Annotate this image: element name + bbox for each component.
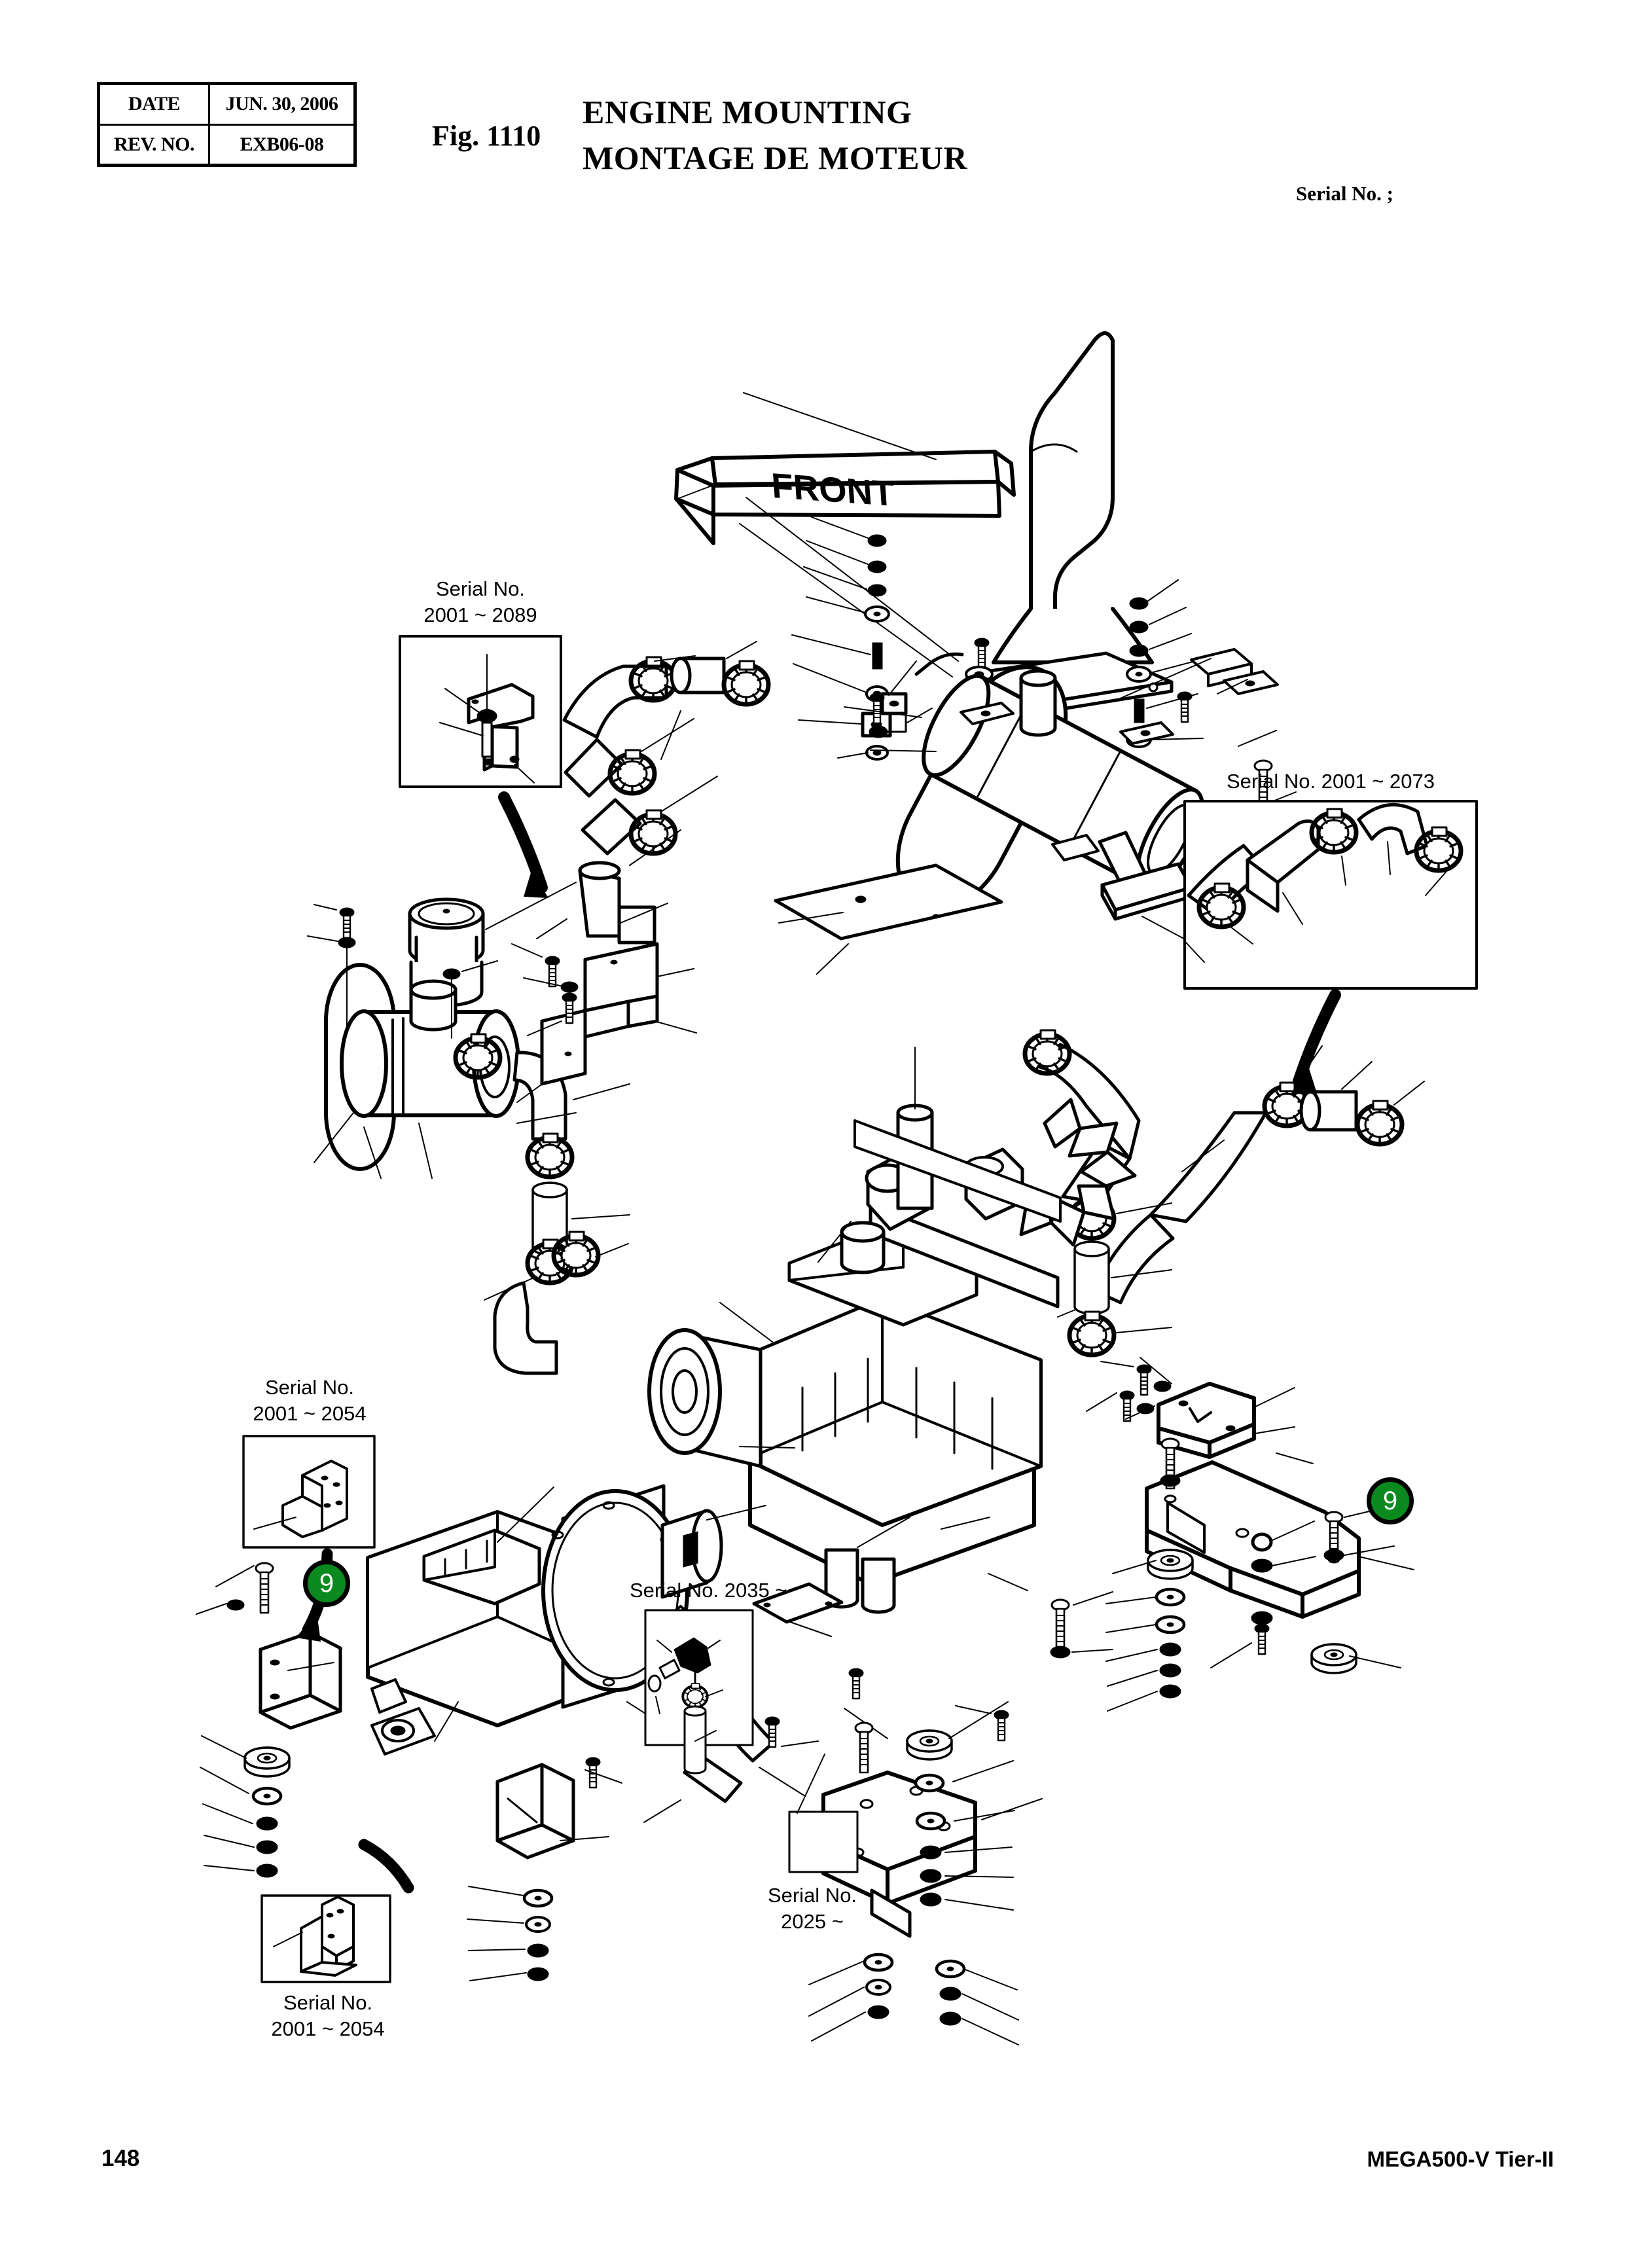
muffler-assembly (774, 648, 1297, 975)
air-intake-tubes (536, 641, 768, 945)
rev-no-value: EXB06-08 (240, 133, 324, 155)
callout-label-2035: Serial No. 2035 ~ (630, 1579, 787, 1602)
callout-label-2001-2089: Serial No. 2001 ~ 2089 (423, 577, 537, 626)
callout-box-2001-2089 (399, 635, 562, 788)
page-number: 148 (101, 2146, 140, 2171)
item-marker-9-left[interactable]: 9 (303, 1560, 350, 1607)
hardware-stack-left (791, 516, 933, 761)
front-arrow-label: FRONT (770, 466, 895, 514)
revision-table: DATE JUN. 30, 2006 REV. NO. EXB06-08 (97, 82, 357, 167)
table-row: DATE JUN. 30, 2006 (100, 85, 353, 124)
table-row: REV. NO. EXB06-08 (100, 123, 353, 164)
page-title-french: MONTAGE DE MOTEUR (583, 139, 968, 176)
callout-box-2035 (644, 1609, 754, 1774)
callout-pointer-2054-b (358, 1839, 414, 1894)
callout-label-2001-2054-b: Serial No. 2001 ~ 2054 (271, 1991, 385, 2040)
callout-box-2001-2054-a (242, 1435, 376, 1549)
lower-left-support (467, 1756, 622, 1981)
left-engine-mount (196, 1562, 342, 1878)
engine-block (647, 1047, 1137, 1637)
center-mount-bracket (808, 1701, 1043, 2045)
figure-number: Fig. 1110 (432, 120, 541, 152)
air-cleaner-assembly (307, 882, 630, 1375)
callout-label-2001-2054-a: Serial No. 2001 ~ 2054 (253, 1376, 367, 1425)
right-lower-hardware (955, 1591, 1113, 1742)
callout-label-2025: Serial No. 2025 ~ (767, 1884, 857, 1933)
rev-no-label: REV. NO. (100, 125, 210, 164)
coolant-hose-right (1057, 1045, 1425, 1318)
callout-box-2001-2073 (1183, 800, 1478, 990)
hardware-stack-right (1126, 579, 1204, 748)
page-title-english: ENGINE MOUNTING (583, 94, 912, 130)
intake-bracket (511, 942, 697, 1103)
transmission-housing (366, 1484, 766, 1756)
serial-no-note: Serial No. ; (1296, 182, 1393, 205)
exhaust-stack (739, 331, 1174, 715)
callout-label-2001-2073: Serial No. 2001 ~ 2073 (1227, 770, 1435, 793)
callout-pointer-2089 (498, 791, 548, 893)
date-value: JUN. 30, 2006 (225, 93, 338, 115)
right-engine-mount (1086, 1357, 1414, 1712)
date-label: DATE (100, 85, 210, 124)
item-marker-9-right[interactable]: 9 (1367, 1477, 1414, 1524)
callout-box-2025 (788, 1810, 859, 1873)
callout-box-2001-2054-b (260, 1894, 391, 1983)
callout-pointer-2073 (1293, 989, 1341, 1087)
front-direction-arrow: FRONT (674, 450, 1016, 545)
intake-sleeve-stack (1069, 1195, 1172, 1355)
machine-model: MEGA500-V Tier-II (1367, 2147, 1554, 2171)
